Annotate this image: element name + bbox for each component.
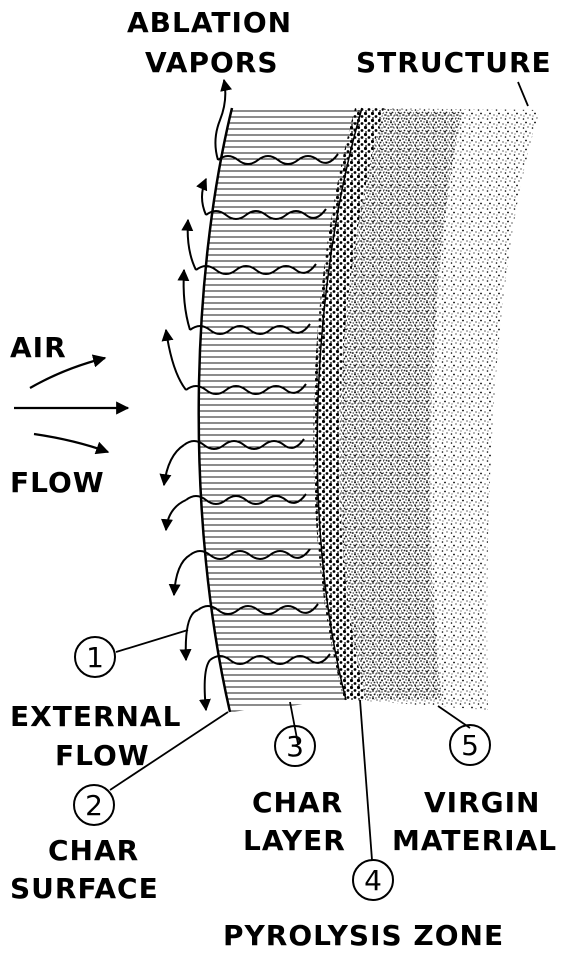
- marker-2-number: 2: [85, 789, 103, 822]
- leader-4: [360, 700, 372, 860]
- leader-structure: [518, 82, 528, 106]
- marker-4-number: 4: [364, 864, 382, 897]
- pyrolysis-zone-label: PYROLYSIS ZONE: [223, 919, 504, 952]
- flow-label: FLOW: [10, 466, 105, 499]
- marker-5-number: 5: [461, 729, 479, 762]
- char-layer-label-line1: CHAR: [252, 786, 343, 819]
- char-surface-label-line2: SURFACE: [10, 872, 159, 905]
- ablation-vapors-label-line1: ABLATION: [127, 6, 292, 39]
- virgin-material-label-line1: VIRGIN: [424, 786, 540, 819]
- ablation-vapors-label-line2: VAPORS: [145, 46, 279, 79]
- char-layer-label-line2: LAYER: [243, 824, 346, 857]
- external-flow-label-line1: EXTERNAL: [10, 700, 181, 733]
- marker-1-number: 1: [86, 641, 104, 674]
- air-label: AIR: [10, 331, 67, 364]
- air-flow-arrows: [14, 358, 128, 452]
- virgin-material-label-line2: MATERIAL: [392, 824, 557, 857]
- char-surface-label-line1: CHAR: [48, 834, 139, 867]
- marker-3-number: 3: [286, 730, 304, 763]
- structure-label: STRUCTURE: [356, 46, 552, 79]
- external-flow-label-line2: FLOW: [55, 739, 150, 772]
- leader-1: [116, 630, 188, 652]
- air-arrow-lower: [34, 434, 108, 452]
